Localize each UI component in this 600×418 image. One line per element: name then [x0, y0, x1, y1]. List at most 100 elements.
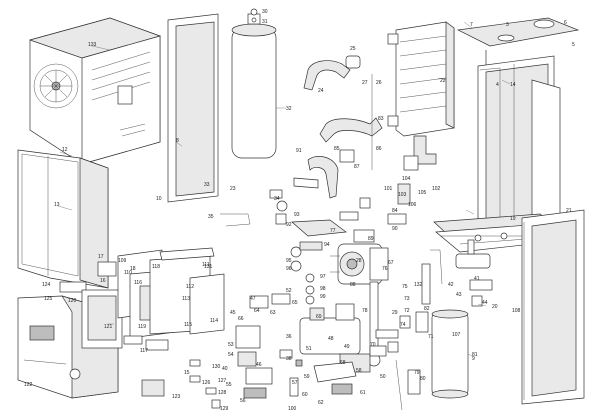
callout-50: 50 [380, 374, 386, 380]
callout-127: 127 [218, 378, 227, 384]
callout-31: 31 [262, 19, 268, 25]
callout-13: 13 [54, 202, 60, 208]
callout-92: 92 [286, 222, 292, 228]
callout-108: 108 [512, 308, 521, 314]
callout-93: 93 [294, 212, 300, 218]
callout-118: 118 [152, 264, 160, 270]
callout-48: 48 [328, 336, 334, 342]
callout-78: 78 [362, 308, 368, 314]
callout-117: 117 [140, 348, 148, 354]
callout-82: 82 [424, 306, 430, 312]
callout-42: 42 [448, 282, 454, 288]
callout-115: 115 [184, 322, 192, 328]
callout-33: 33 [204, 182, 210, 188]
side-panel [521, 209, 585, 405]
callout-68: 68 [340, 360, 346, 366]
callout-131: 131 [204, 264, 213, 270]
callout-45: 45 [230, 310, 236, 316]
callout-91: 91 [296, 148, 302, 154]
callout-121: 121 [104, 324, 113, 330]
pipes [220, 55, 443, 285]
callout-87: 87 [354, 164, 360, 170]
callout-40: 40 [222, 366, 228, 372]
expansion-vessel [167, 8, 277, 203]
callout-10: 10 [156, 196, 162, 202]
callout-15: 15 [184, 370, 190, 376]
callout-32: 32 [286, 106, 292, 112]
callout-60: 60 [302, 392, 308, 398]
callout-111: 111 [202, 262, 210, 268]
callout-35: 35 [208, 214, 214, 220]
callout-9: 9 [472, 356, 475, 362]
callout-47: 47 [250, 296, 256, 302]
callout-46: 46 [256, 362, 262, 368]
callout-8: 8 [176, 138, 179, 144]
callout-56: 56 [240, 398, 246, 404]
callout-128: 128 [218, 390, 227, 396]
callout-107: 107 [452, 332, 461, 338]
callout-49: 49 [344, 344, 350, 350]
callout-114: 114 [210, 318, 218, 324]
callout-74: 74 [400, 322, 406, 328]
callout-104: 104 [402, 176, 411, 182]
callout-labels: 133 12 13 3 4 5 6 7 8 9 10 14 15 16 17 1… [24, 9, 575, 412]
callout-16: 16 [100, 278, 106, 284]
control-box [17, 261, 123, 399]
callout-5: 5 [572, 42, 575, 48]
callout-58: 58 [356, 368, 362, 374]
callout-132: 132 [414, 282, 423, 288]
callout-34: 34 [274, 196, 280, 202]
callout-94: 94 [324, 242, 330, 248]
callout-79: 79 [414, 370, 420, 376]
callout-25: 25 [350, 46, 356, 52]
pcb-frames [117, 247, 225, 351]
callout-4: 4 [496, 82, 499, 88]
callout-22: 22 [440, 78, 446, 84]
callout-112: 112 [186, 284, 194, 290]
callout-28: 28 [356, 258, 362, 264]
callout-86: 86 [376, 146, 382, 152]
callout-99: 99 [320, 294, 326, 300]
callout-24: 24 [318, 88, 324, 94]
fittings-group [141, 295, 303, 409]
callout-124: 124 [42, 282, 51, 288]
callout-66: 66 [238, 316, 244, 322]
callout-44: 44 [482, 300, 488, 306]
callout-30: 30 [262, 9, 268, 15]
callout-64: 64 [254, 308, 260, 314]
callout-72: 72 [404, 308, 410, 314]
callout-20: 20 [492, 304, 498, 310]
callout-126: 126 [202, 380, 211, 386]
callout-96: 96 [286, 266, 292, 272]
callout-70: 70 [370, 342, 376, 348]
callout-63: 63 [270, 310, 276, 316]
callout-18: 18 [130, 266, 136, 272]
callout-84: 84 [392, 208, 398, 214]
callout-83: 83 [378, 116, 384, 122]
callout-76: 76 [382, 266, 388, 272]
callout-43: 43 [456, 292, 462, 298]
callout-109: 109 [118, 258, 127, 264]
callout-54: 54 [228, 352, 234, 358]
callout-129: 129 [220, 406, 229, 412]
pump-assembly [291, 219, 399, 395]
callout-133: 133 [88, 42, 97, 48]
callout-77: 77 [330, 228, 336, 234]
callout-100: 100 [288, 406, 297, 412]
callout-57: 57 [292, 380, 298, 386]
callout-120: 120 [68, 298, 77, 304]
callout-71: 71 [428, 334, 434, 340]
callout-21: 21 [566, 208, 572, 214]
callout-90: 90 [392, 226, 398, 232]
callout-6: 6 [564, 20, 567, 26]
callout-61: 61 [360, 390, 366, 396]
callout-103: 103 [398, 192, 407, 198]
callout-73: 73 [404, 296, 410, 302]
callout-55: 55 [226, 382, 232, 388]
callout-53: 53 [228, 342, 234, 348]
callout-59: 59 [304, 374, 310, 380]
callout-81: 81 [472, 352, 478, 358]
callout-38: 38 [286, 356, 292, 362]
callout-12: 12 [62, 147, 68, 153]
